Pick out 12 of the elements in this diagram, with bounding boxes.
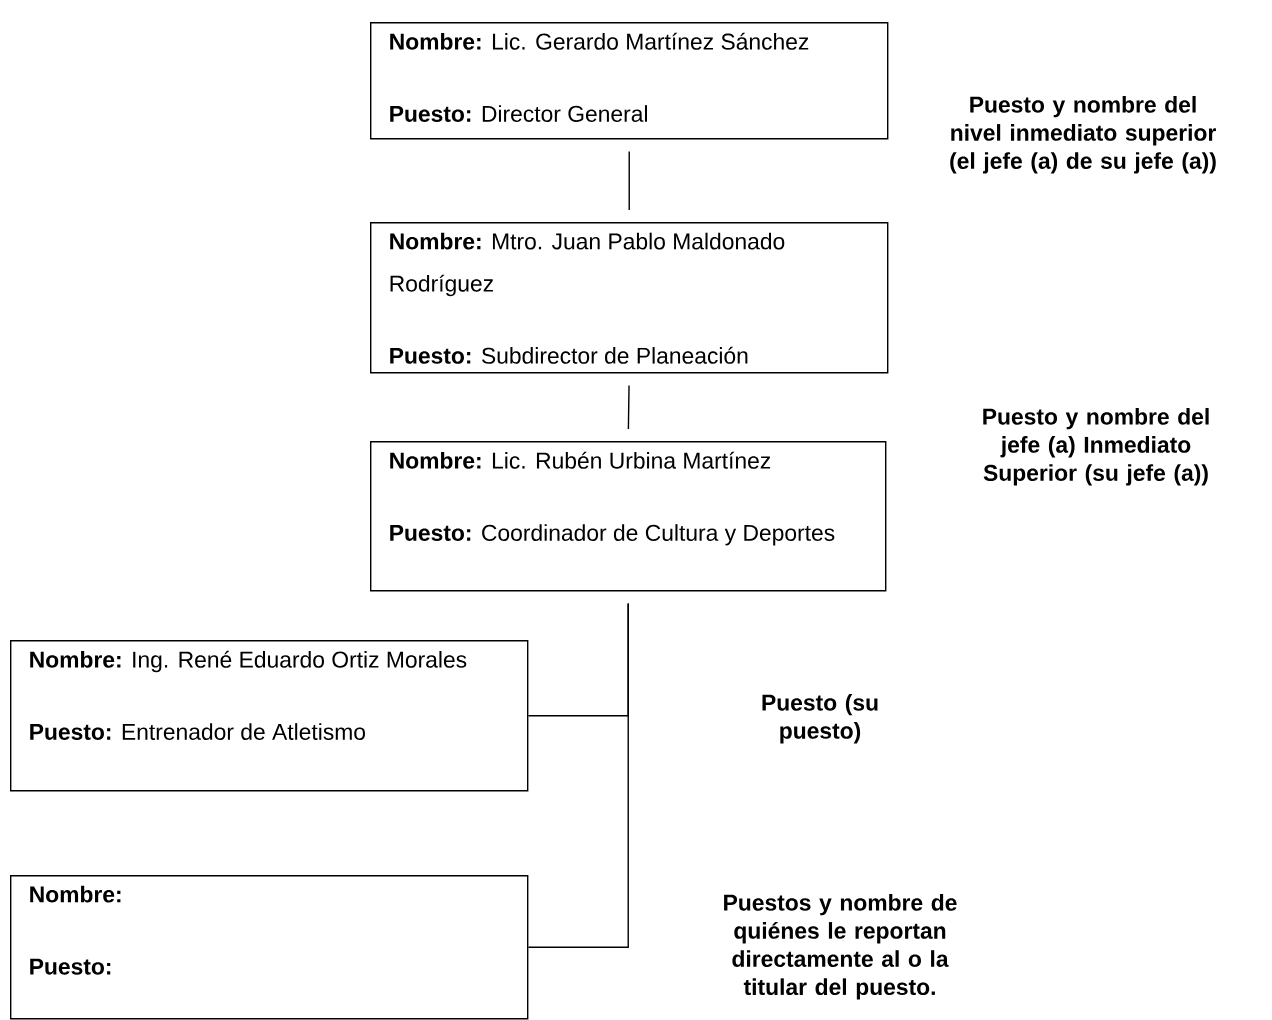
level-note: Puestos y nombre de quiénes le reportan directamente al o la titular del puesto. <box>724 893 957 1000</box>
org-box: Nombre: Ing. René Eduardo Ortiz Morales Puesto: Entrenador de Atletismo <box>10 640 529 792</box>
org-box: Nombre: Mtro. Juan Pablo Maldonado Rodríguez Puesto: Subdirector de Planeación <box>370 222 889 374</box>
level-note: Puesto y nombre del jefe (a) Inmediato Superior (su jefe (a)) <box>983 407 1209 486</box>
org-box: Nombre: Lic. Rubén Urbina Martínez Puesto: Coordinador de Cultura y Deportes <box>370 441 887 592</box>
connector-line <box>628 150 630 211</box>
level-note: Puesto y nombre del nivel inmediato superior (el jefe (a) de su jefe (a)) <box>950 95 1216 174</box>
org-box: Nombre: Puesto: <box>10 875 529 1020</box>
level-note: Puesto (su puesto) <box>762 693 878 744</box>
connector-line <box>627 384 630 430</box>
connector-line <box>527 602 629 948</box>
org-box: Nombre: Lic. Gerardo Martínez Sánchez Puesto: Director General <box>370 22 889 140</box>
